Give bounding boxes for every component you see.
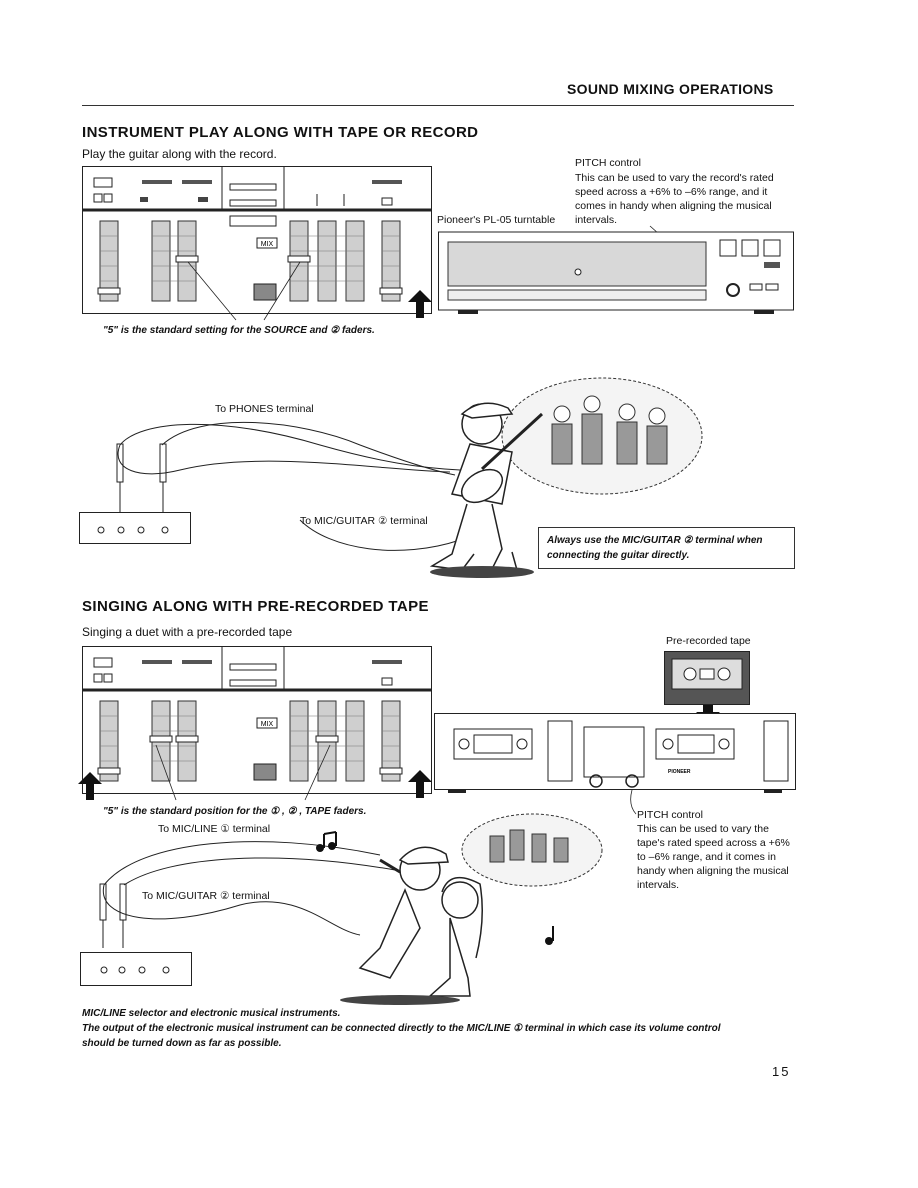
singers-illustration xyxy=(340,813,603,1005)
pitch-line-1: This can be used to vary the record's ra… xyxy=(575,172,774,184)
arrow-up-icon-right xyxy=(408,770,432,798)
prerecorded-tape-label: Pre-recorded tape xyxy=(666,635,751,647)
footnote-line-2: The output of the electronic musical ins… xyxy=(82,1023,721,1034)
mix-label: MIX xyxy=(261,241,274,248)
pitch-control-title: PITCH control xyxy=(575,157,641,169)
fader-caption-1: "5" is the standard setting for the SOUR… xyxy=(103,325,375,336)
pitch2-line-1: This can be used to vary the xyxy=(637,823,769,835)
pitch2-line-3: to –6% range, and it comes in xyxy=(637,851,776,863)
mic-guitar-terminal-label-2: To MIC/GUITAR ② terminal xyxy=(142,890,270,902)
arrow-up-icon xyxy=(408,290,432,318)
jack-plug-icon-2 xyxy=(99,883,127,948)
pitch2-line-5: intervals. xyxy=(637,879,680,891)
rear-panel-icon xyxy=(79,512,191,544)
section1-title: INSTRUMENT PLAY ALONG WITH TAPE OR RECOR… xyxy=(82,124,479,141)
section-header: SOUND MIXING OPERATIONS xyxy=(567,81,774,97)
pitch-control-text-2: This can be used to vary the tape's rate… xyxy=(637,822,799,892)
pitch2-line-2: tape's rated speed across a +6% xyxy=(637,837,790,849)
header-rule xyxy=(82,105,794,106)
fader-caption-2: "5" is the standard position for the ① ,… xyxy=(103,806,367,817)
note-line-2: connecting the guitar directly. xyxy=(547,550,690,561)
pitch2-line-4: handy when aligning the musical xyxy=(637,865,789,877)
section2-subtitle: Singing a duet with a pre-recorded tape xyxy=(82,625,293,639)
cassette-tape-icon xyxy=(664,651,750,705)
mic-line-terminal-label: To MIC/LINE ① terminal xyxy=(158,823,271,835)
cassette-deck-icon: PIONEER xyxy=(434,713,796,793)
pitch-line-2: speed across a +6% to –6% range, and it xyxy=(575,186,768,198)
music-note-icon xyxy=(316,831,337,852)
mix-label-2: MIX xyxy=(261,721,274,728)
rear-panel-icon-2 xyxy=(80,952,192,986)
note-line-1: Always use the MIC/GUITAR ② terminal whe… xyxy=(547,535,763,546)
guitar-note-box: Always use the MIC/GUITAR ② terminal whe… xyxy=(538,527,795,569)
page-number: 15 xyxy=(772,1064,791,1079)
footnote: MIC/LINE selector and electronic musical… xyxy=(82,1006,794,1051)
turntable-icon xyxy=(438,231,794,314)
section1-subtitle: Play the guitar along with the record. xyxy=(82,147,277,161)
pitch-control-title-2: PITCH control xyxy=(637,809,703,821)
arrow-up-icon-left xyxy=(78,772,102,800)
deck-brand-label: PIONEER xyxy=(668,769,691,775)
music-note-icon-2 xyxy=(545,926,554,945)
section2-title: SINGING ALONG WITH PRE-RECORDED TAPE xyxy=(82,598,429,615)
guitarist-illustration xyxy=(429,377,703,578)
turntable-label: Pioneer's PL-05 turntable xyxy=(437,214,556,226)
footnote-line-3: should be turned down as far as possible… xyxy=(82,1038,282,1049)
pitch-control-text: This can be used to vary the record's ra… xyxy=(575,171,797,227)
phones-terminal-label: To PHONES terminal xyxy=(215,403,314,415)
mic-guitar-terminal-label: To MIC/GUITAR ② terminal xyxy=(300,515,428,527)
footnote-line-1: MIC/LINE selector and electronic musical… xyxy=(82,1008,341,1019)
pitch-line-4: intervals. xyxy=(575,214,618,226)
mixer-icon-2: MIX xyxy=(82,646,432,794)
pitch-line-3: comes in handy when aligning the musical xyxy=(575,200,772,212)
mixer-icon: MIX xyxy=(82,166,432,314)
